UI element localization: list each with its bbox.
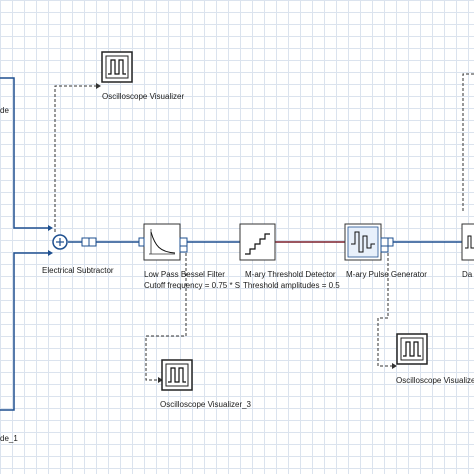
port-pulse-out-2: [387, 237, 394, 247]
label-right-edge: Da: [462, 270, 473, 279]
wire-dashed-osc-right: [377, 248, 392, 367]
label-subtractor: Electrical Subtractor: [42, 266, 114, 275]
port-bessel-out: [179, 237, 188, 247]
oscilloscope-bottom-right-icon: [396, 333, 428, 365]
port-pulse-out-3: [380, 245, 389, 253]
low-pass-bessel-filter[interactable]: [144, 224, 180, 260]
label-left-bottom: de_1: [0, 434, 18, 443]
wire-dashed-osc-3: [145, 248, 187, 381]
label-osc-bottom-left: Oscilloscope Visualizer_3: [160, 400, 252, 409]
wire-left-bottom: [0, 252, 48, 411]
label-bessel-param: Cutoff frequency = 0.75 * S: [144, 281, 241, 290]
oscilloscope-top-icon: [101, 51, 133, 83]
threshold-detector-icon: [239, 223, 276, 261]
port-bessel-out-2: [179, 245, 188, 253]
wire-dashed-osc-top: [54, 85, 96, 232]
label-pulse-gen: M-ary Pulse Generator: [346, 270, 427, 279]
mary-threshold-detector[interactable]: [240, 224, 275, 260]
port-pulse-out: [380, 237, 389, 247]
label-left-top: de: [0, 106, 9, 115]
label-bessel-name: Low Pass Bessel Filter: [144, 270, 225, 279]
label-threshold-name: M-ary Threshold Detector: [245, 270, 336, 279]
port-subtractor-out: [81, 237, 90, 247]
label-threshold-param: Threshold amplitudes = 0.5: [243, 281, 340, 290]
label-osc-bottom-right: Oscilloscope Visualize: [396, 376, 474, 385]
oscilloscope-visualizer-right[interactable]: [397, 334, 427, 364]
oscilloscope-visualizer-3[interactable]: [162, 360, 192, 390]
port-bessel-in: [138, 237, 145, 247]
subtractor-symbol: [48, 225, 68, 256]
label-osc-top: Oscilloscope Visualizer: [102, 92, 185, 101]
pulse-generator-icon: [344, 223, 382, 261]
oscilloscope-visualizer-top[interactable]: [102, 52, 132, 82]
electrical-subtractor[interactable]: [52, 234, 68, 250]
port-subtractor-out-2: [88, 237, 97, 247]
wire-left-top: [0, 77, 48, 229]
right-edge-component[interactable]: [462, 224, 474, 260]
right-edge-component-icon: [461, 223, 474, 261]
wire-dashed-right-edge: [462, 73, 474, 212]
oscilloscope-bottom-left-icon: [161, 359, 193, 391]
mary-pulse-generator[interactable]: [345, 224, 381, 260]
